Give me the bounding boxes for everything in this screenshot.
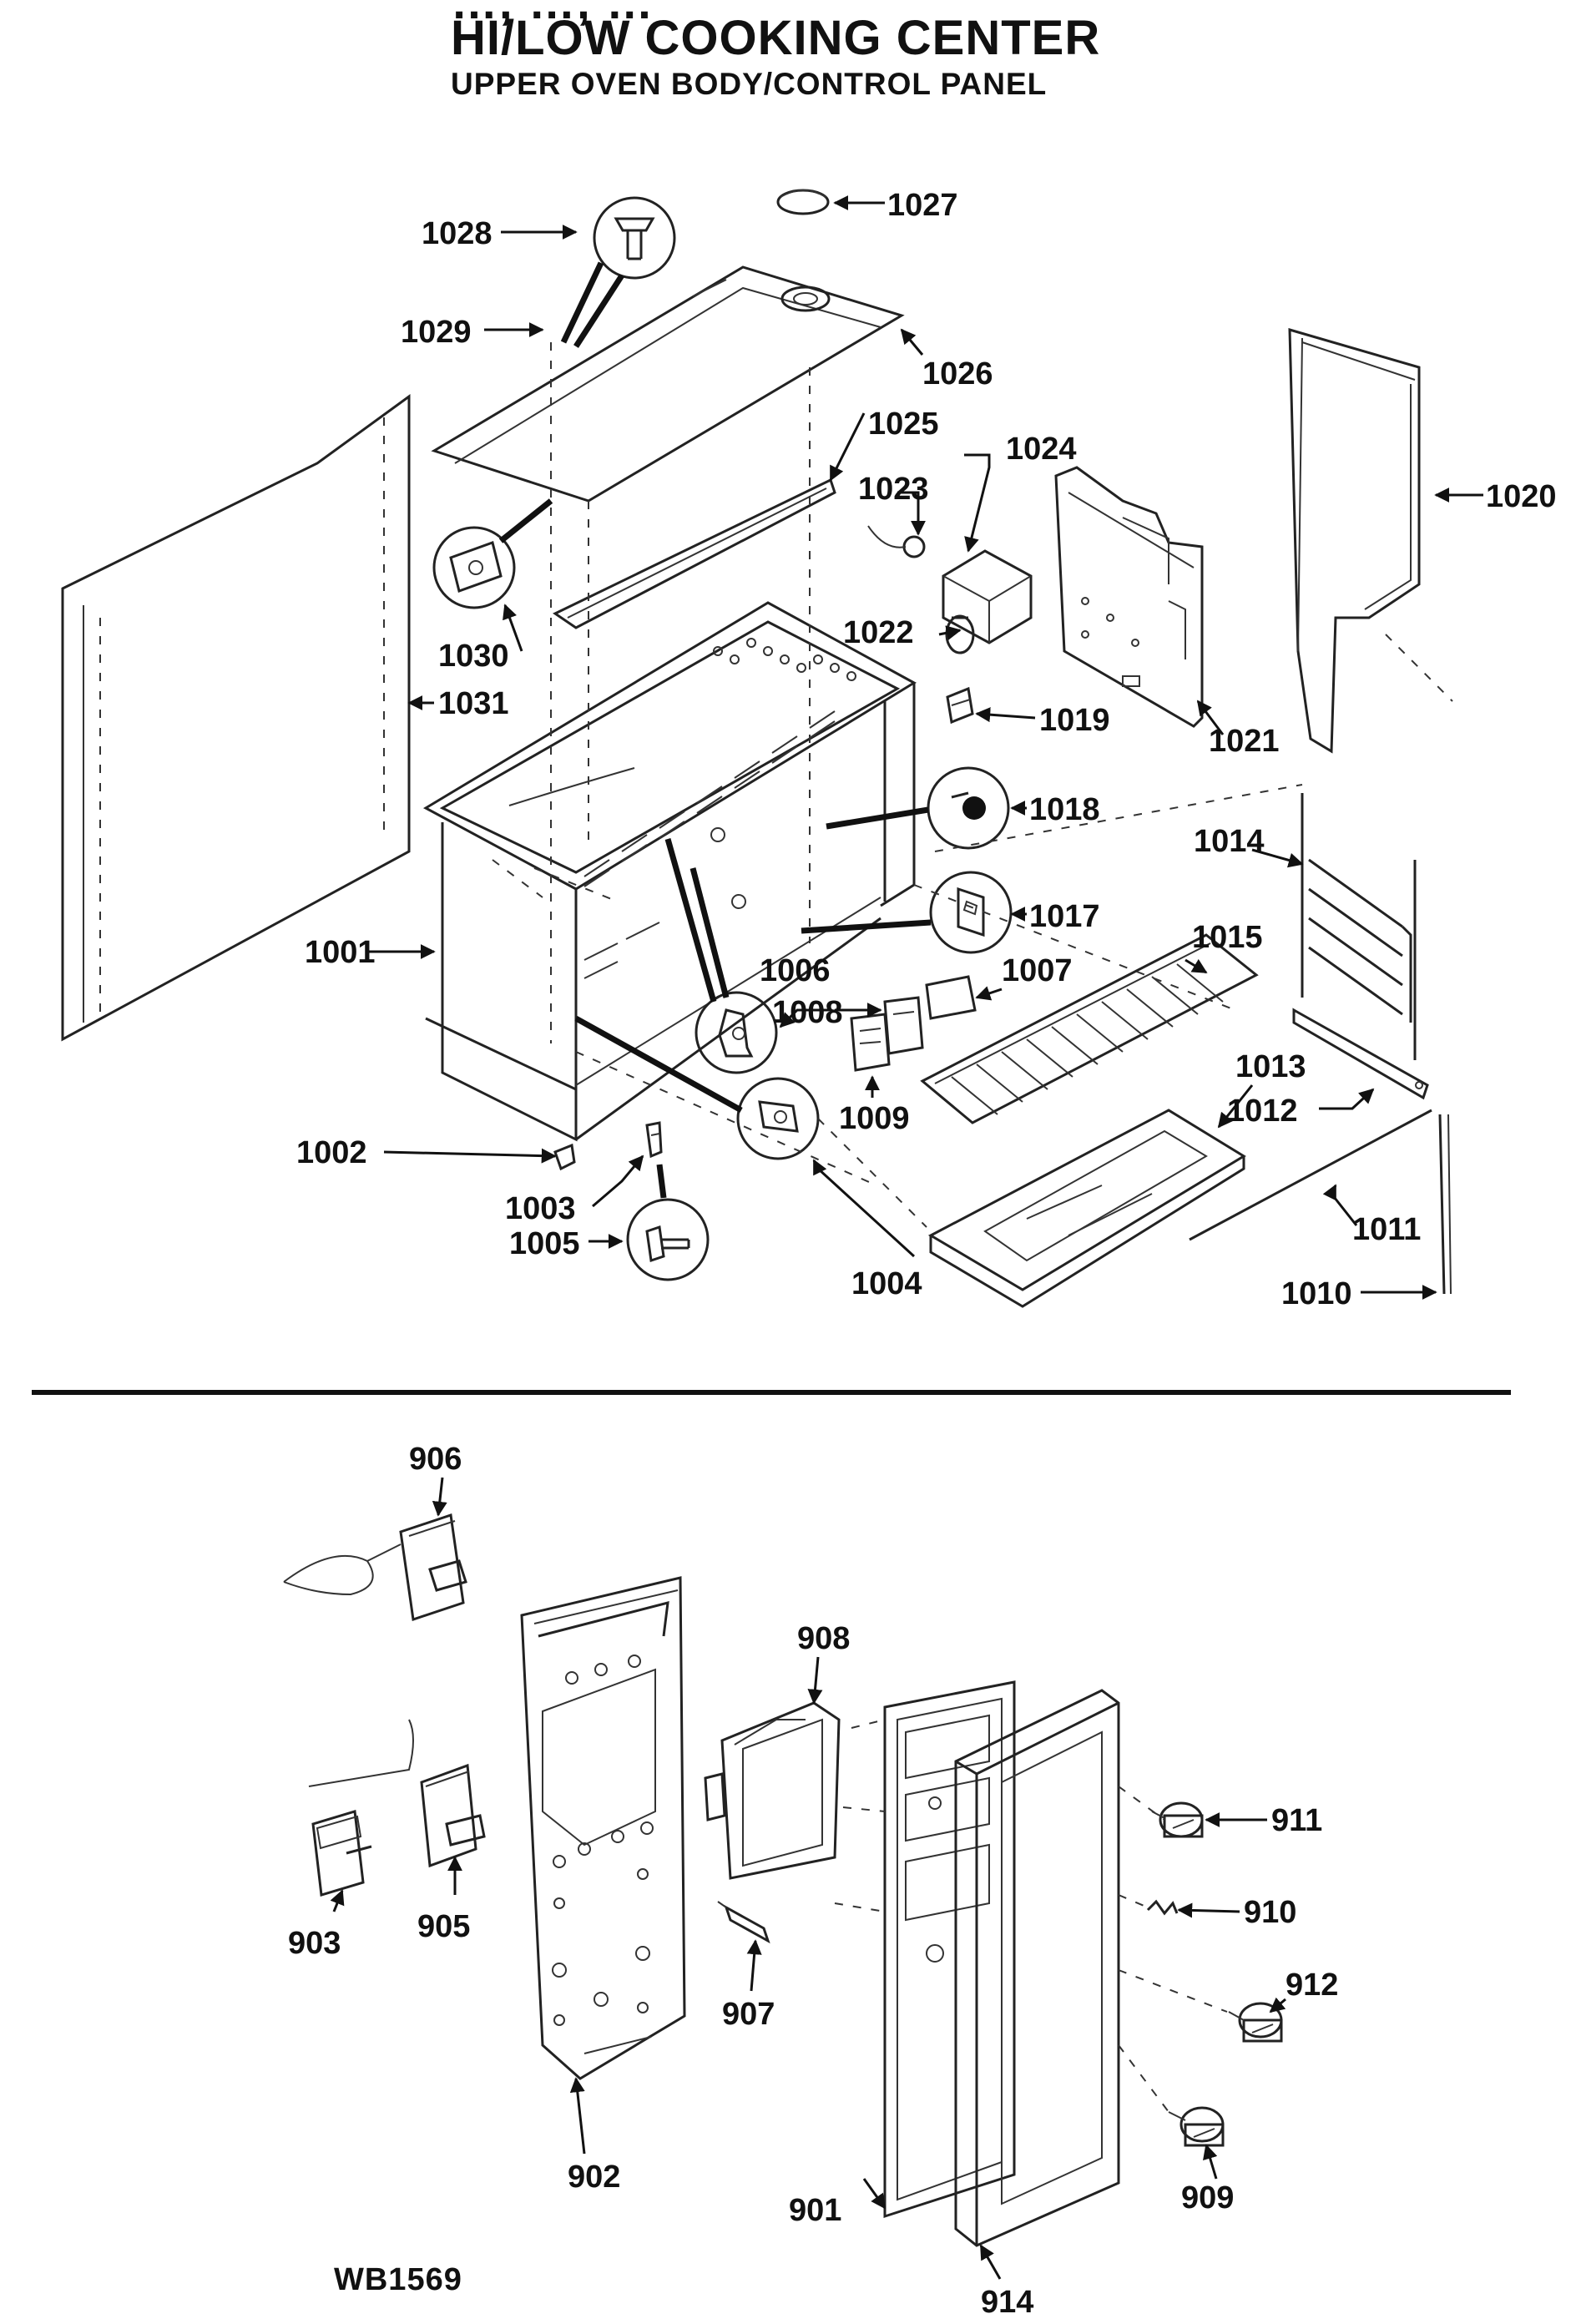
title-cut-line: …, …, … (451, 0, 655, 28)
guide-line (834, 1902, 886, 1912)
switch-903 (311, 1810, 372, 1897)
side-panel-1031 (61, 394, 411, 1042)
callout-1019: 1019 (1039, 703, 1110, 738)
page-subtitle: UPPER OVEN BODY/CONTROL PANEL (451, 67, 1048, 101)
callout-1024: 1024 (1006, 432, 1077, 467)
switch-905 (308, 1719, 486, 1868)
callout-1010: 1010 (1281, 1276, 1352, 1311)
bracket-1006-detail (664, 838, 778, 1074)
rack-guides-1014 (1301, 793, 1417, 1060)
guide-line (1118, 1894, 1149, 1908)
callout-909: 909 (1181, 2180, 1234, 2215)
callout-1028: 1028 (422, 216, 492, 251)
callout-905: 905 (417, 1909, 470, 1944)
spring-910 (1146, 1899, 1179, 1916)
callout-1031: 1031 (438, 686, 509, 721)
callout-1026: 1026 (922, 356, 993, 392)
callout-914: 914 (981, 2285, 1033, 2320)
side-bracket-1020 (1288, 327, 1453, 754)
callout-1018: 1018 (1029, 792, 1100, 827)
callout-903: 903 (288, 1926, 341, 1961)
callout-1021: 1021 (1209, 724, 1280, 759)
guide-line (1118, 1969, 1228, 2013)
rod-1011 (1189, 1109, 1432, 1241)
callout-1022: 1022 (843, 615, 914, 650)
guide-line (817, 1118, 927, 1228)
guide-line (913, 884, 1236, 1011)
callout-912: 912 (1286, 1968, 1338, 2003)
slide-1012 (1292, 1008, 1429, 1100)
hinge-1008 (883, 996, 924, 1055)
bracket-1017-detail (801, 871, 1013, 954)
callout-1005: 1005 (509, 1226, 580, 1261)
trim-914 (954, 1689, 1120, 2247)
callout-1008: 1008 (772, 995, 843, 1030)
callout-906: 906 (409, 1442, 462, 1477)
callout-1001: 1001 (305, 935, 376, 970)
guide-line (934, 784, 1303, 852)
lamp-1022 (945, 614, 975, 654)
rear-panel-1021 (1054, 466, 1204, 728)
callout-910: 910 (1244, 1895, 1296, 1930)
oven-rack-1015 (920, 933, 1259, 1124)
callout-1002: 1002 (296, 1135, 367, 1170)
knob-1018-detail (826, 766, 1010, 850)
leader-lines-lower (330, 1477, 1286, 2280)
top-panel-1026 (431, 265, 905, 503)
oven-body-1001 (422, 342, 917, 1142)
callout-1025: 1025 (868, 407, 939, 442)
callout-908: 908 (797, 1621, 850, 1656)
callout-1014: 1014 (1194, 824, 1265, 859)
callout-1017: 1017 (1029, 899, 1100, 934)
bracket-908 (704, 1701, 841, 1880)
control-panel-902 (520, 1576, 686, 2080)
guide-line (851, 1719, 886, 1729)
terminal-block-1019 (946, 686, 974, 725)
knob-911 (1151, 1801, 1204, 1838)
switch-906 (283, 1513, 467, 1621)
callout-1027: 1027 (887, 188, 958, 223)
callout-1012: 1012 (1227, 1094, 1298, 1129)
callout-1013: 1013 (1235, 1049, 1306, 1084)
knob-912 (1228, 2002, 1283, 2043)
callout-1009: 1009 (839, 1101, 910, 1136)
screw-1028-detail (560, 196, 676, 348)
lamp-wire-1023 (867, 525, 926, 558)
callout-902: 902 (568, 2160, 620, 2195)
clip-1003 (645, 1121, 663, 1159)
screw-1005-detail (626, 1164, 710, 1281)
diagram-code: WB1569 (334, 2262, 462, 2297)
callout-1003: 1003 (505, 1191, 576, 1226)
callout-1006: 1006 (760, 953, 831, 988)
lamp-receptacle-1024 (942, 549, 1033, 644)
broil-pan-1013 (927, 1109, 1246, 1308)
plate-1007 (925, 975, 977, 1020)
deflector-1025 (553, 477, 836, 629)
frame-901 (883, 1680, 1016, 2219)
cap-1027 (776, 189, 830, 215)
callout-1029: 1029 (401, 315, 472, 350)
callout-911: 911 (1271, 1803, 1322, 1838)
callout-1004: 1004 (851, 1266, 922, 1301)
callout-901: 901 (789, 2193, 841, 2228)
knob-909 (1168, 2106, 1225, 2147)
clip-1002 (553, 1143, 576, 1171)
callout-1011: 1011 (1352, 1212, 1421, 1247)
strip-1010 (1438, 1114, 1452, 1295)
connector-907 (717, 1901, 770, 1944)
clip-1030-detail (432, 498, 553, 609)
callout-1030: 1030 (438, 639, 509, 674)
callout-907: 907 (722, 1997, 775, 2032)
guide-line (842, 1806, 886, 1812)
callout-1023: 1023 (858, 472, 929, 507)
hinge-1009 (850, 1013, 891, 1072)
callout-1015: 1015 (1192, 920, 1263, 955)
leader-lines-upper (369, 195, 1483, 1300)
guide-line (1118, 2044, 1169, 2113)
callout-1007: 1007 (1002, 953, 1073, 988)
callout-1020: 1020 (1486, 479, 1557, 514)
page-title: HI/LOW COOKING CENTER (451, 11, 1101, 65)
